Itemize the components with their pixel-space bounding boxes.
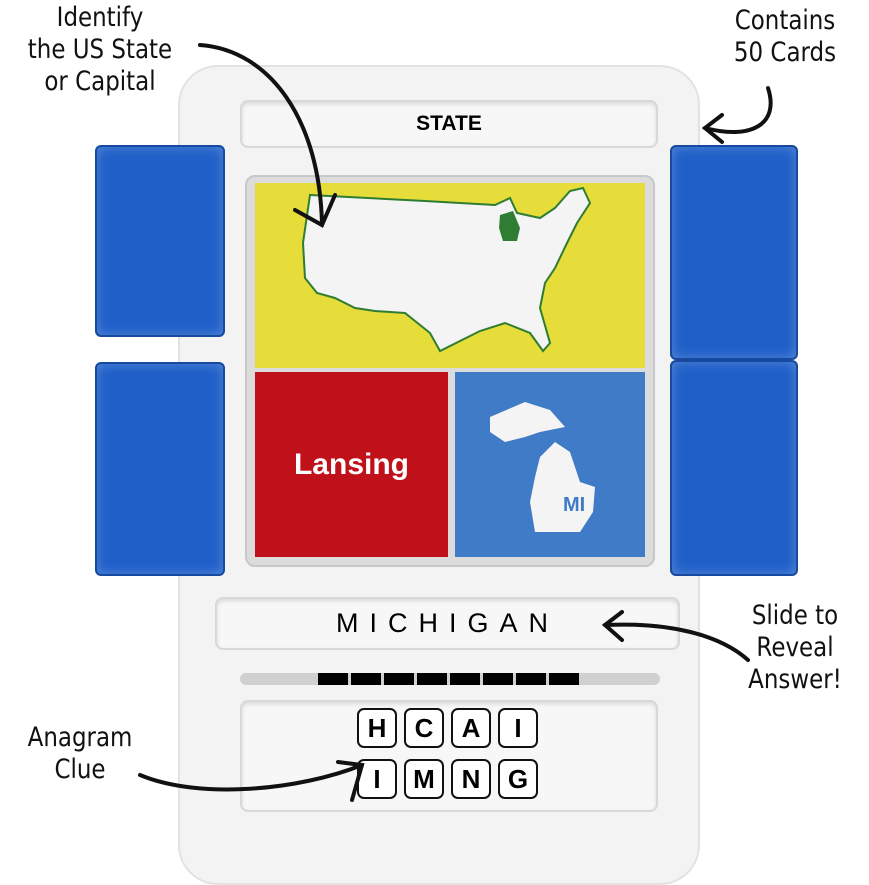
annotation-identify: Identify the US State or Capital (15, 2, 185, 98)
annotation-line: Anagram (27, 722, 133, 753)
annotation-line: Identify (56, 2, 144, 33)
answer-segment (351, 673, 381, 685)
michigan-shape-icon (490, 402, 595, 532)
annotation-line: Slide to (751, 600, 839, 631)
capital-name: Lansing (293, 447, 409, 481)
letter-tile: N (451, 759, 491, 799)
arrow-contains (703, 86, 773, 134)
answer-length-bar (318, 673, 579, 685)
annotation-slide: Slide to Reveal Answer! (736, 600, 855, 696)
letter-tile: H (357, 708, 397, 748)
right-bottom-flap[interactable] (670, 360, 798, 576)
annotation-line: Clue (54, 754, 106, 785)
letter-tile: I (498, 708, 538, 748)
letter-tile: M (404, 759, 444, 799)
annotation-anagram: Anagram Clue (16, 722, 144, 786)
capital-panel: Lansing (255, 372, 448, 557)
left-bottom-flap[interactable] (95, 362, 225, 576)
answer-text: MICHIGAN (336, 608, 559, 638)
answer-segment (516, 673, 546, 685)
right-top-flap[interactable] (670, 145, 798, 360)
annotation-line: Answer! (748, 664, 842, 695)
state-shape-panel: MI (455, 372, 645, 557)
mode-label: STATE (416, 112, 482, 135)
annotation-contains: Contains 50 Cards (713, 5, 858, 69)
letter-tile: A (451, 708, 491, 748)
letter-tile: C (404, 708, 444, 748)
annotation-line: Contains (734, 5, 836, 36)
answer-segment (417, 673, 447, 685)
answer-slider[interactable]: MICHIGAN (215, 597, 680, 650)
arrow-identify (198, 43, 324, 227)
annotation-line: 50 Cards (733, 37, 837, 68)
left-top-flap[interactable] (95, 145, 225, 337)
annotation-line: Reveal (756, 632, 834, 663)
answer-segment (318, 673, 348, 685)
us-map-icon (301, 186, 592, 353)
answer-segment (384, 673, 414, 685)
answer-segment (483, 673, 513, 685)
letter-tile: G (498, 759, 538, 799)
annotation-line: or Capital (44, 66, 156, 97)
arrow-anagram (138, 763, 364, 792)
state-abbrev: MI (563, 494, 586, 516)
annotation-arrows (138, 43, 773, 802)
answer-segment (549, 673, 579, 685)
arrow-slide (603, 622, 750, 662)
answer-segment (450, 673, 480, 685)
anagram-window (240, 700, 658, 812)
annotation-line: the US State (27, 34, 173, 65)
